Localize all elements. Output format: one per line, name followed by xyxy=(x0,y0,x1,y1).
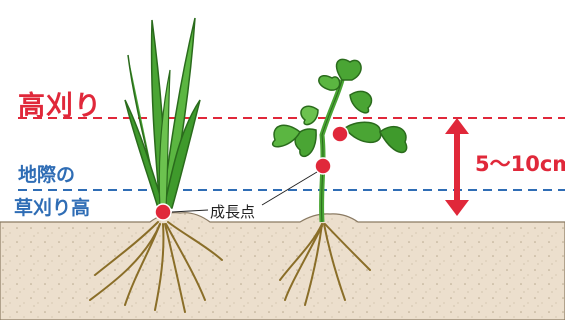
ground-cut-label-line1: 地際の xyxy=(18,160,75,187)
broadleaf-growth-point-upper xyxy=(332,126,348,142)
leader-line-broadleaf xyxy=(262,172,317,205)
height-arrow xyxy=(445,118,469,216)
growth-point-label: 成長点 xyxy=(210,201,255,222)
height-range-label: 5～10cm xyxy=(475,148,565,178)
broadleaf-growth-point-lower xyxy=(315,158,331,174)
high-cut-label: 高刈り xyxy=(18,84,102,123)
ground-cut-label-line2: 草刈り高 xyxy=(14,193,90,220)
soil xyxy=(0,213,565,320)
leader-line-grass xyxy=(172,210,208,212)
grass-growth-point xyxy=(155,204,171,220)
